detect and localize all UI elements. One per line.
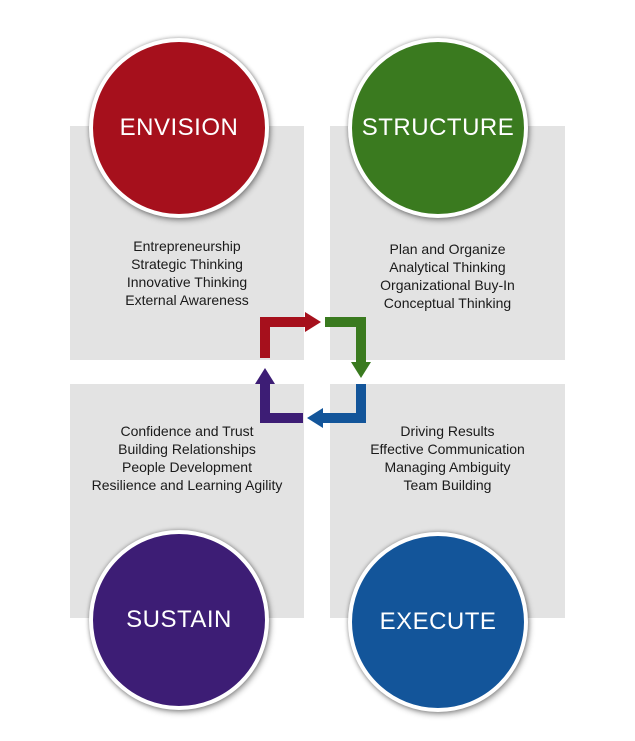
- skill-item: Organizational Buy-In: [380, 277, 515, 293]
- sustain-circle: SUSTAIN: [89, 530, 269, 710]
- cycle-arrow-right: [325, 317, 366, 364]
- skill-item: Resilience and Learning Agility: [91, 477, 283, 493]
- cycle-arrowhead-bottom: [307, 408, 323, 428]
- cycle-arrow-top: [260, 317, 307, 358]
- skill-item: Managing Ambiguity: [384, 459, 511, 475]
- sustain-skills: Confidence and Trust Building Relationsh…: [62, 422, 312, 494]
- envision-title: ENVISION: [119, 114, 239, 141]
- execute-skills: Driving Results Effective Communication …: [330, 422, 565, 494]
- cycle-arrowhead-left: [255, 368, 275, 384]
- cycle-arrowhead-right: [351, 362, 371, 378]
- execute-title: EXECUTE: [379, 608, 497, 635]
- skill-item: Confidence and Trust: [120, 423, 254, 439]
- skill-item: Analytical Thinking: [389, 259, 506, 275]
- skill-item: External Awareness: [125, 292, 249, 308]
- execute-circle: EXECUTE: [348, 532, 528, 712]
- structure-skills: Plan and Organize Analytical Thinking Or…: [330, 240, 565, 312]
- cycle-arrow-bottom: [321, 384, 366, 423]
- cycle-arrowhead-top: [305, 312, 321, 332]
- structure-circle: STRUCTURE: [348, 38, 528, 218]
- skill-item: Innovative Thinking: [126, 274, 248, 290]
- skill-item: Team Building: [403, 477, 492, 493]
- skill-item: Driving Results: [400, 423, 495, 439]
- skill-item: Plan and Organize: [389, 241, 506, 257]
- sustain-title: SUSTAIN: [126, 606, 232, 633]
- envision-skills: Entrepreneurship Strategic Thinking Inno…: [70, 237, 304, 309]
- skill-item: Building Relationships: [118, 441, 256, 457]
- cycle-arrows-icon: [255, 312, 371, 428]
- cycle-arrow-left: [260, 382, 303, 423]
- envision-circle: ENVISION: [89, 38, 269, 218]
- skill-item: Strategic Thinking: [131, 256, 243, 272]
- skill-item: People Development: [122, 459, 252, 475]
- skill-item: Conceptual Thinking: [383, 295, 512, 311]
- skill-item: Entrepreneurship: [133, 238, 241, 254]
- structure-title: STRUCTURE: [361, 114, 515, 141]
- skill-item: Effective Communication: [370, 441, 525, 457]
